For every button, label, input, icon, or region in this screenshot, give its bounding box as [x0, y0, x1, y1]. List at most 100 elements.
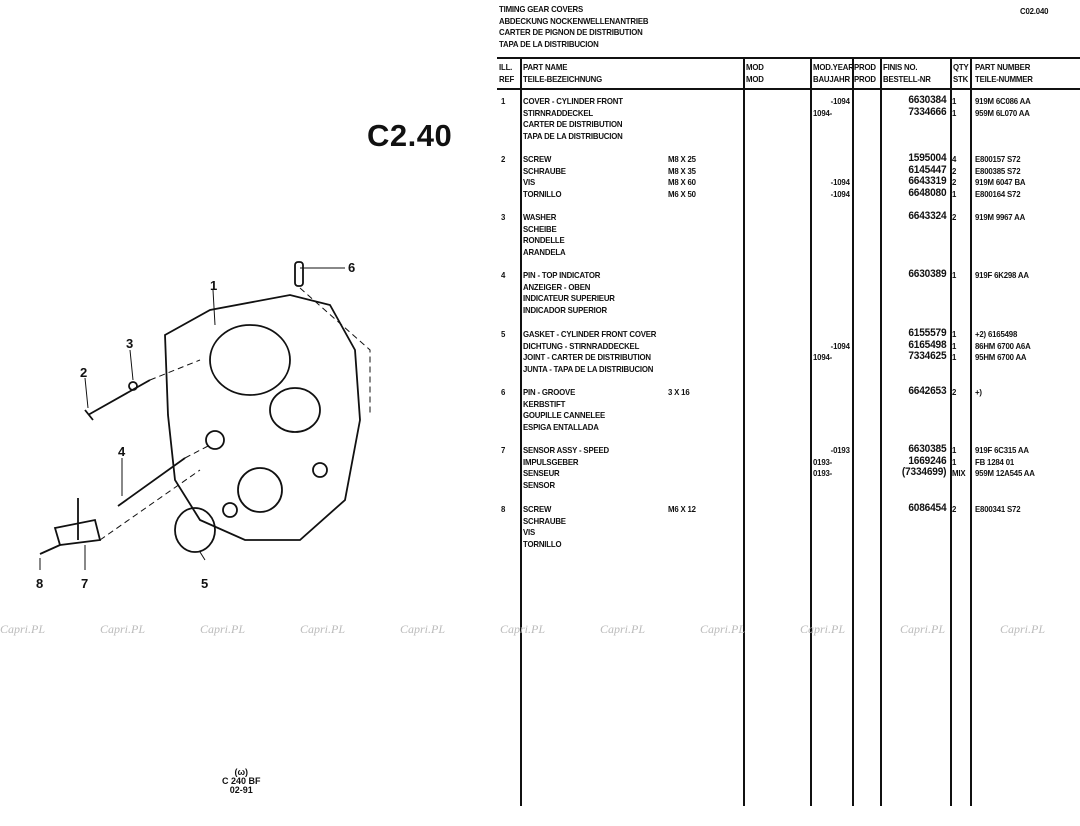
part-name: CARTER DE DISTRIBUTION: [523, 119, 623, 130]
small-screw-drawing: [39, 544, 61, 555]
column-header-year: MOD.YEAR: [813, 62, 854, 72]
part-number: 86HM 6700 A6A: [975, 340, 1031, 351]
finis-number: 6643324: [907, 210, 946, 222]
callout-1: 1: [210, 278, 218, 293]
quantity: 1: [952, 96, 957, 106]
quantity: 1: [952, 329, 957, 339]
watermark: Capri.PL: [400, 622, 446, 636]
watermark: Capri.PL: [500, 622, 546, 636]
part-spec: 3 X 16: [668, 387, 690, 397]
year-to: -0193: [830, 445, 850, 455]
part-name: KERBSTIFT: [523, 398, 566, 409]
item-ref: 2: [501, 154, 506, 164]
part-name: ESPIGA ENTALLADA: [523, 422, 599, 433]
stamp-date: 02-91: [229, 785, 253, 795]
part-number: 919M 6047 BA: [975, 177, 1026, 188]
item-ref: 4: [501, 270, 506, 280]
finis-number: 6642653: [907, 385, 946, 397]
part-name: SENSOR ASSY - SPEED: [523, 445, 610, 455]
callout-7: 7: [81, 576, 89, 591]
section-title: CARTER DE PIGNON DE DISTRIBUTION: [499, 27, 643, 37]
watermark: Capri.PL: [0, 622, 46, 636]
part-name: VIS: [523, 527, 536, 538]
part-spec: M8 X 60: [668, 177, 696, 188]
part-name: SCREW: [523, 154, 552, 164]
sensor-drawing: [53, 498, 102, 546]
finis-number: 6630384: [907, 94, 946, 106]
part-number: +): [975, 387, 982, 397]
watermark: Capri.PL: [600, 622, 646, 636]
part-name: TORNILLO: [523, 189, 562, 200]
table-rule: [497, 88, 1080, 90]
year-from: 0193-: [813, 468, 833, 479]
part-name: RONDELLE: [523, 235, 565, 246]
finis-number: (7334699): [901, 466, 947, 479]
part-number: 959M 12A545 AA: [975, 468, 1035, 479]
column-divider: [950, 58, 952, 806]
part-spec: M6 X 50: [668, 189, 696, 200]
quantity: 2: [952, 387, 957, 397]
part-number: +2) 6165498: [975, 329, 1018, 339]
stamp-symbol: (ω): [234, 767, 249, 777]
column-header-prod: PROD: [854, 73, 876, 84]
part-spec: M6 X 12: [668, 504, 696, 514]
column-divider: [743, 58, 745, 806]
part-number: E800157 S72: [975, 154, 1021, 164]
callout-3: 3: [126, 336, 134, 351]
part-number: 919F 6C315 AA: [975, 445, 1029, 455]
column-header-qty: QTY: [953, 62, 969, 72]
year-to: -1094: [830, 96, 850, 106]
part-name: STIRNRADDECKEL: [523, 107, 593, 118]
finis-number: 6648080: [907, 187, 946, 200]
column-header-year: BAUJAHR: [813, 73, 850, 84]
part-name: IMPULSGEBER: [523, 456, 579, 467]
section-title: ABDECKUNG NOCKENWELLENANTRIEB: [499, 15, 649, 26]
year-from: 1094-: [813, 352, 833, 363]
item-ref: 7: [501, 445, 506, 455]
column-divider: [810, 58, 812, 806]
part-number: E800164 S72: [975, 189, 1021, 200]
item-ref: 6: [501, 387, 506, 397]
watermark: Capri.PL: [700, 622, 746, 636]
part-name: ARANDELA: [523, 247, 566, 258]
column-divider: [970, 58, 972, 806]
quantity: MIX: [952, 468, 966, 479]
watermark: Capri.PL: [300, 622, 346, 636]
column-header-part: PART NUMBER: [975, 62, 1031, 72]
part-name: DICHTUNG - STIRNRADDECKEL: [523, 340, 640, 351]
part-name: JOINT - CARTER DE DISTRIBUTION: [523, 352, 651, 363]
part-name: SENSOR: [523, 480, 555, 491]
screw-drawing: [84, 379, 151, 421]
part-name: PIN - TOP INDICATOR: [523, 270, 601, 280]
watermark: Capri.PL: [900, 622, 946, 636]
finis-number: 6086454: [907, 502, 946, 514]
part-name: SENSEUR: [523, 468, 560, 479]
column-header-mod: MOD: [746, 73, 764, 84]
section-code: C2.40: [367, 118, 453, 153]
part-name: GOUPILLE CANNELEE: [523, 410, 606, 421]
part-name: SCREW: [523, 504, 552, 514]
callout-8: 8: [36, 576, 44, 591]
item-ref: 3: [501, 212, 506, 222]
watermark: Capri.PL: [800, 622, 846, 636]
quantity: 1: [952, 340, 957, 351]
callout-2: 2: [80, 365, 88, 380]
quantity: 1: [952, 189, 957, 200]
finis-number: 6630389: [907, 268, 946, 280]
year-to: -1094: [830, 189, 850, 200]
washer-drawing: [128, 381, 138, 391]
column-header-part: TEILE-NUMMER: [975, 73, 1033, 84]
column-divider: [880, 58, 882, 806]
column-header-ref: REF: [499, 73, 515, 84]
part-name: WASHER: [523, 212, 557, 222]
year-from: 1094-: [813, 107, 833, 118]
page-code: C02.040: [1020, 6, 1049, 16]
item-ref: 8: [501, 504, 506, 514]
watermark: Capri.PL: [100, 622, 146, 636]
finis-number: 6643319: [907, 175, 946, 188]
table-rule: [497, 57, 1080, 59]
year-to: -1094: [830, 177, 850, 188]
part-name: JUNTA - TAPA DE LA DISTRIBUCION: [523, 364, 654, 375]
quantity: 2: [952, 165, 957, 176]
column-header-qty: STK: [953, 73, 969, 84]
